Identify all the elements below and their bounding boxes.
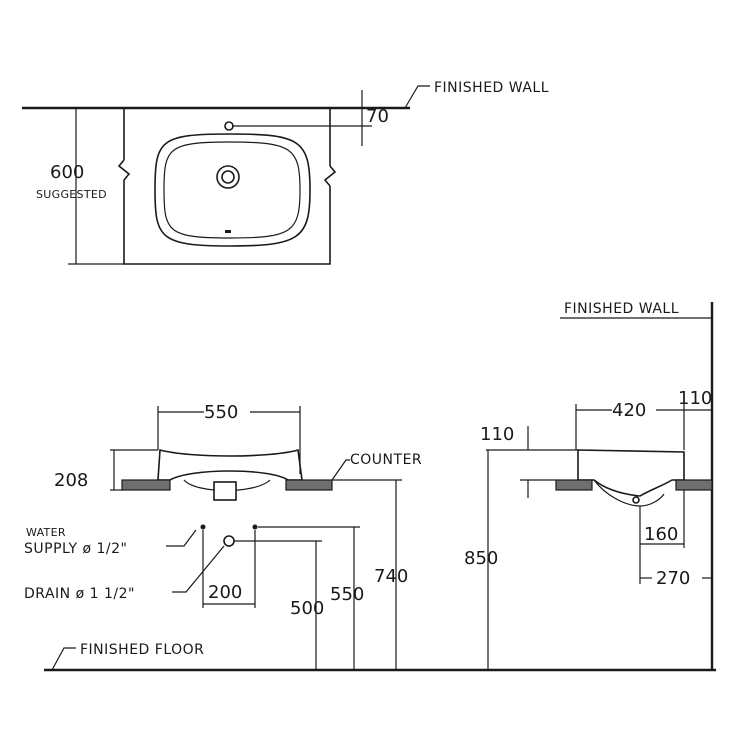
basin-inner-rim [163, 141, 301, 239]
front-view: 550 COUNTER 208 WATER SUPPLY ø 1/2" DRAI… [24, 402, 716, 672]
dim-110-rim: 110 [480, 424, 514, 445]
overflow-slot [225, 230, 231, 233]
floor-leader [51, 647, 76, 671]
side-drain [632, 496, 640, 504]
dim-160: 160 [644, 524, 678, 545]
dim-550: 550 [204, 402, 238, 423]
counter-outline [123, 180, 331, 265]
water-supply-left-point [200, 524, 206, 530]
drain-label: DRAIN ø 1 1/2" [24, 586, 135, 602]
dim-740: 740 [374, 566, 408, 587]
floor-label: FINISHED FLOOR [80, 642, 204, 658]
counter-left [121, 479, 171, 491]
water-supply-right-point [252, 524, 258, 530]
basin-side-profile [577, 449, 685, 497]
water-supply-label-2: SUPPLY ø 1/2" [24, 541, 127, 557]
counter-label: COUNTER [350, 452, 422, 468]
drain-body [213, 481, 237, 501]
counter-right-break [323, 165, 337, 187]
water-supply-label-1: WATER [26, 526, 66, 539]
top-view: FINISHED WALL 600 SUGGESTED 70 [22, 80, 549, 265]
dim-110-gap: 110 [678, 388, 712, 409]
side-view: FINISHED WALL 420 110 110 850 160 270 [464, 301, 714, 670]
drain-point [223, 535, 235, 547]
top-wall-label: FINISHED WALL [434, 80, 549, 96]
basin-bowl-side [593, 479, 665, 507]
counter-right [285, 479, 333, 491]
counter-left-break [117, 159, 131, 181]
dim-420: 420 [612, 400, 646, 421]
drain-inner [221, 170, 235, 184]
dim-208: 208 [54, 470, 88, 491]
dim-270: 270 [656, 568, 690, 589]
side-counter-left [555, 479, 593, 491]
counter-leader [331, 459, 350, 481]
basin-outer-rim [154, 133, 311, 247]
side-counter-right [675, 479, 713, 491]
drain-leader [172, 545, 225, 593]
dim-550-height: 550 [330, 584, 364, 605]
dim-600: 600 [50, 162, 84, 183]
dim-70: 70 [366, 106, 389, 127]
side-wall-label: FINISHED WALL [564, 301, 679, 317]
dim-850: 850 [464, 548, 498, 569]
dim-200: 200 [208, 582, 242, 603]
faucet-hole [224, 121, 234, 131]
dim-500: 500 [290, 598, 324, 619]
water-supply-leader [166, 529, 197, 547]
top-wall-leader [404, 85, 430, 109]
basin-front-profile [157, 448, 303, 481]
dim-600-note: SUGGESTED [36, 188, 107, 201]
